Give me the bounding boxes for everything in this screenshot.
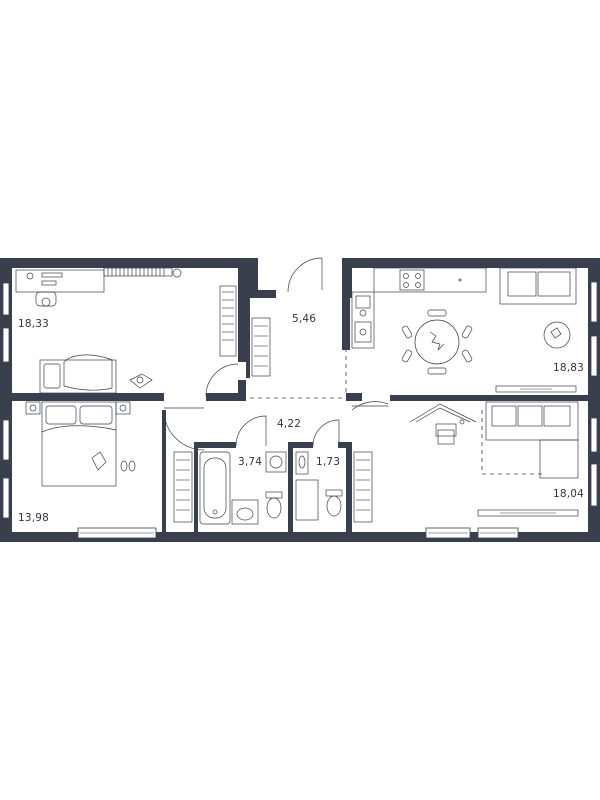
area-label-entrance-hall: 5,46 — [292, 313, 316, 325]
walls — [0, 258, 600, 542]
windows — [2, 281, 598, 539]
living-furniture — [353, 401, 579, 523]
doors — [163, 257, 389, 451]
bedroom1-furniture — [15, 267, 237, 394]
area-label-living-room: 18,04 — [553, 488, 584, 500]
hall-furniture — [251, 317, 271, 377]
zone-lines — [250, 340, 544, 475]
area-label-bathroom: 3,74 — [238, 456, 262, 468]
toilet-furniture — [295, 451, 343, 521]
bedroom2-furniture — [25, 401, 193, 523]
kitchen-furniture — [351, 267, 577, 393]
area-label-toilet: 1,73 — [316, 456, 340, 468]
wardrobe-stripes-top — [107, 268, 165, 276]
area-label-bedroom-bottom-left: 13,98 — [18, 512, 49, 524]
bathroom-furniture — [199, 451, 287, 525]
area-labels: 18,33 13,98 5,46 4,22 3,74 1,73 18,83 18… — [18, 313, 584, 524]
area-label-bedroom-top-left: 18,33 — [18, 318, 49, 330]
area-label-kitchen: 18,83 — [553, 362, 584, 374]
area-label-corridor: 4,22 — [277, 418, 301, 430]
